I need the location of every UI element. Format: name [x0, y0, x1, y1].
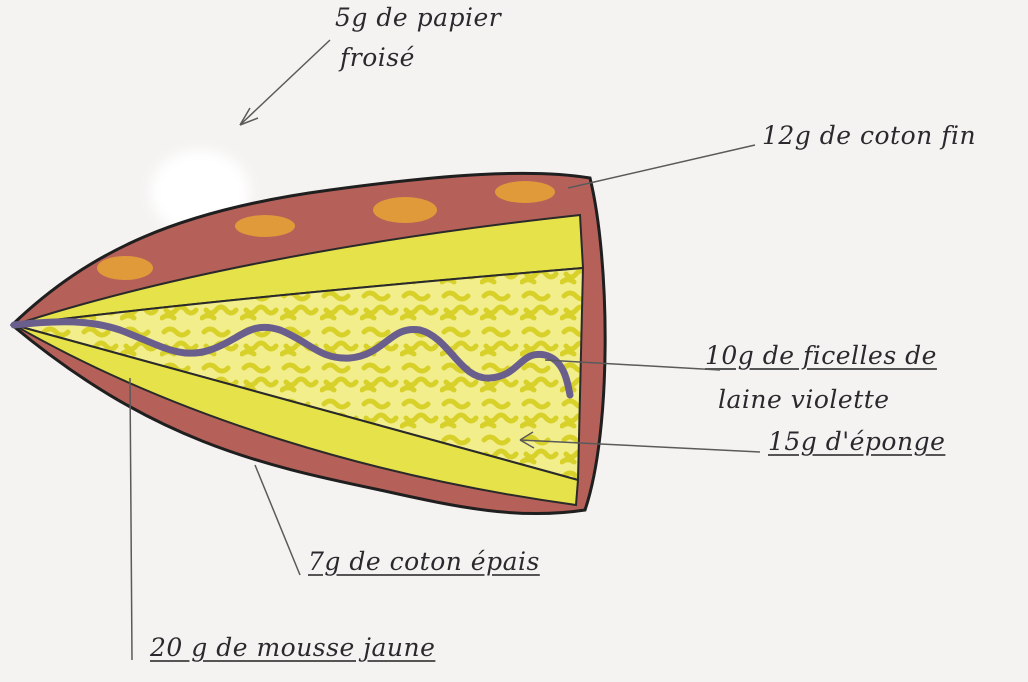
cotton-patch: [235, 215, 295, 237]
label-paper-line-2: froisé: [340, 44, 415, 73]
cotton-patch: [495, 181, 555, 203]
label-foam: 20 g de mousse jaune: [150, 634, 435, 663]
leader-thick-cotton: [255, 465, 300, 575]
cotton-patch: [97, 256, 153, 280]
label-thin-cotton: 12g de coton fin: [762, 122, 976, 151]
leader-thin-cotton: [568, 145, 755, 188]
cotton-patch: [373, 197, 437, 223]
leader-paper: [240, 40, 330, 125]
label-sponge: 15g d'éponge: [768, 428, 945, 457]
label-wool-line-2: laine violette: [718, 386, 890, 415]
label-wool-line-1: 10g de ficelles de: [705, 342, 937, 371]
label-thick-cotton: 7g de coton épais: [308, 548, 540, 577]
leader-foam: [130, 378, 132, 660]
label-paper-line-1: 5g de papier: [335, 4, 501, 33]
